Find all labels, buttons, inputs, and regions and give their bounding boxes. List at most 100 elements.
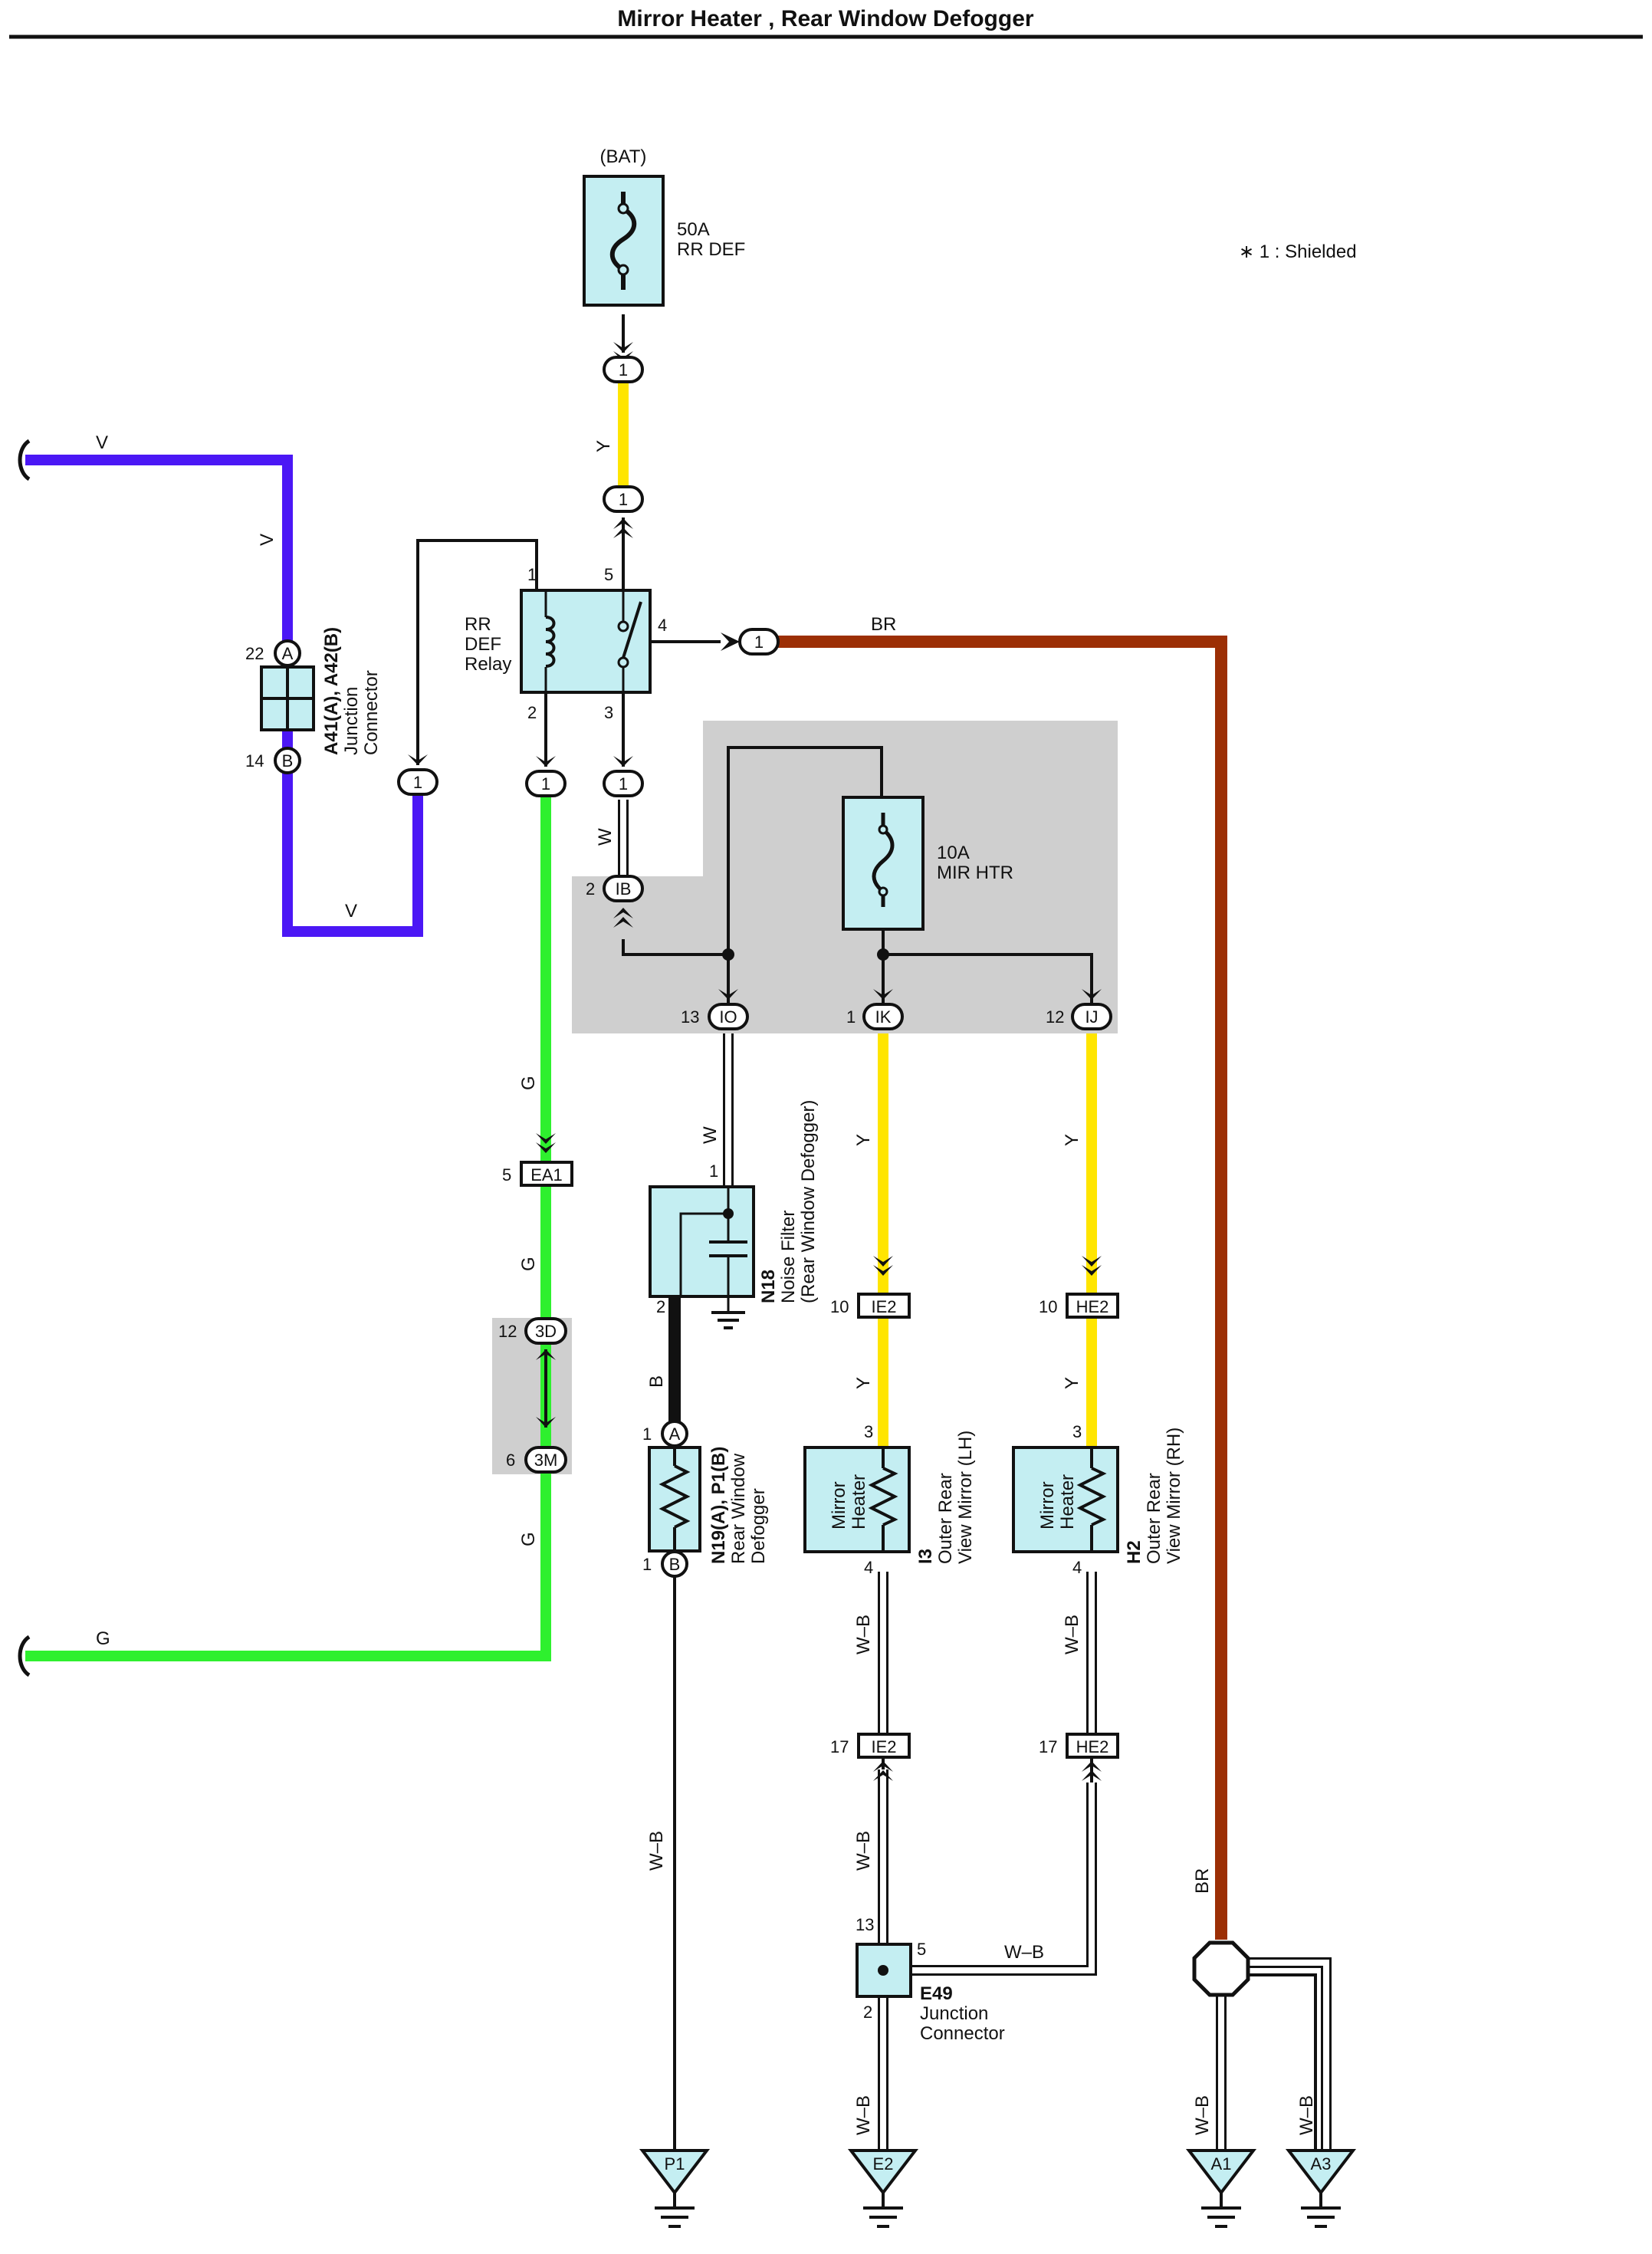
wire-break-left-g	[18, 1635, 31, 1677]
ground-a3: A3	[1311, 2154, 1332, 2174]
conn-ik-no: 1	[846, 1007, 856, 1027]
conn-left-1: 1	[413, 773, 422, 792]
defogger-pin-bot-no: 1	[642, 1555, 652, 1574]
mirror-lh-inner1: Mirror	[829, 1481, 849, 1530]
defogger-pin-top: A	[669, 1424, 681, 1444]
wire-label-w-io: W	[700, 1126, 721, 1144]
wire-green	[25, 796, 551, 1661]
junction-a41-line1: Junction	[341, 687, 362, 755]
e49-pin-right: 5	[917, 1940, 926, 1959]
junction-block-connectors	[603, 875, 1112, 1030]
noise-filter-code: N18	[758, 1270, 779, 1303]
fuse-rating: 50A	[677, 219, 710, 240]
wire-label-v-bot: V	[345, 901, 357, 922]
wire-label-g1: G	[518, 1076, 539, 1090]
mir-fuse-rating: 10A	[937, 843, 970, 863]
wire-label-v-vert: V	[257, 534, 278, 546]
fuse-50a-rr-def	[583, 175, 665, 307]
wire-label-y-ik: Y	[853, 1134, 874, 1146]
conn-3d: 3D	[535, 1322, 557, 1341]
wire-label-v-top: V	[96, 432, 108, 453]
wire-label-g2: G	[518, 1257, 539, 1271]
wire-label-y-ie2: Y	[853, 1377, 874, 1389]
conn-w-1: 1	[619, 774, 628, 794]
e49-pin-top: 13	[856, 1915, 874, 1934]
wire-break-left-v	[18, 439, 31, 481]
splice-io	[722, 948, 734, 961]
mirror-lh-inner2: Heater	[849, 1474, 869, 1530]
noise-filter-line2: (Rear Window Defogger)	[798, 1100, 819, 1303]
conn-ib-no: 2	[586, 879, 595, 899]
defogger-line1: Rear Window	[728, 1453, 749, 1564]
ground-symbols	[639, 2149, 1357, 2228]
conn-he2-bot: HE2	[1076, 1737, 1109, 1756]
conn-ik: IK	[875, 1007, 892, 1027]
conn-ib: IB	[616, 879, 632, 899]
wire-label-wb-lh2: W–B	[853, 1831, 874, 1871]
mirror-rh-pin-bot: 4	[1072, 1558, 1082, 1577]
defogger-pin-bot: B	[669, 1555, 681, 1574]
conn-ie2-bot: IE2	[871, 1737, 896, 1756]
conn-3m-no: 6	[506, 1451, 515, 1470]
rear-window-defogger	[648, 1420, 701, 1578]
wire-violet	[25, 455, 423, 937]
conn-ij-no: 12	[1046, 1007, 1064, 1027]
wire-label-wb-lh: W–B	[853, 1615, 874, 1654]
wire-label-wb-a1: W–B	[1192, 2095, 1213, 2135]
relay-label-2: DEF	[465, 634, 501, 655]
mirror-lh-pin-top: 3	[864, 1422, 873, 1441]
wire-label-br-vert: BR	[1192, 1868, 1213, 1894]
relay-label-1: RR	[465, 614, 491, 635]
conn-top-1: 1	[619, 360, 628, 380]
shielded-note: ∗ 1 : Shielded	[1239, 242, 1357, 262]
mirror-lh-code: I3	[915, 1549, 936, 1564]
conn-he2-bot-no: 17	[1039, 1737, 1057, 1756]
relay-label-3: Relay	[465, 654, 511, 675]
conn-he2-top: HE2	[1076, 1297, 1109, 1316]
wire-brown	[768, 636, 1227, 1940]
fuse-name: RR DEF	[677, 239, 745, 260]
wire-label-wb-e2: W–B	[853, 2095, 874, 2135]
relay-pin-3: 3	[604, 703, 613, 722]
conn-he2-top-no: 10	[1039, 1297, 1057, 1316]
conn-io-no: 13	[681, 1007, 699, 1027]
mirror-heater-rh	[1012, 1446, 1119, 1553]
double-wires	[618, 800, 1332, 2150]
wire-label-br-top: BR	[871, 614, 896, 635]
rr-def-relay	[520, 589, 652, 694]
mirror-lh-pin-bot: 4	[864, 1558, 873, 1577]
defogger-pin-top-no: 1	[642, 1424, 652, 1444]
wire-label-w-relay: W	[595, 828, 616, 846]
conn-ie2-top-no: 10	[830, 1297, 849, 1316]
defogger-code: N19(A), P1(B)	[708, 1447, 729, 1564]
conn-g-1: 1	[541, 774, 550, 794]
conn-ea1-no: 5	[502, 1165, 511, 1184]
relay-pin-5: 5	[604, 565, 613, 584]
e49-pin-bot: 2	[863, 2003, 872, 2022]
fuse-10a-mir-htr	[842, 796, 925, 931]
conn-ie2-top: IE2	[871, 1297, 896, 1316]
wire-label-y-he2: Y	[1062, 1377, 1082, 1389]
splice-ik	[877, 948, 889, 961]
junction-a41-title: A41(A), A42(B)	[321, 627, 342, 755]
e49-code: E49	[920, 1983, 953, 2004]
ground-a1: A1	[1211, 2154, 1232, 2174]
junction-a41-pin-b: B	[282, 751, 294, 770]
junction-a41-a42	[260, 639, 315, 774]
wire-label-wb-p1: W–B	[646, 1831, 667, 1871]
defogger-line2: Defogger	[748, 1488, 769, 1564]
wire-label-wb-a3: W–B	[1296, 2095, 1317, 2135]
conn-out-1: 1	[754, 632, 764, 652]
mir-fuse-name: MIR HTR	[937, 863, 1013, 883]
conn-3d-no: 12	[498, 1322, 517, 1341]
noise-filter-pin1: 1	[709, 1162, 718, 1181]
page-title: Mirror Heater , Rear Window Defogger	[617, 6, 1033, 31]
conn-mid-1: 1	[619, 490, 628, 509]
relay-pin-4: 4	[658, 616, 667, 635]
junction-e49	[856, 1943, 912, 1998]
wire-label-wb-e49: W–B	[1004, 1942, 1044, 1963]
mirror-lh-line2: View Mirror (LH)	[955, 1431, 976, 1564]
wire-label-wb-rh: W–B	[1062, 1615, 1082, 1654]
relay-connectors	[397, 342, 780, 797]
